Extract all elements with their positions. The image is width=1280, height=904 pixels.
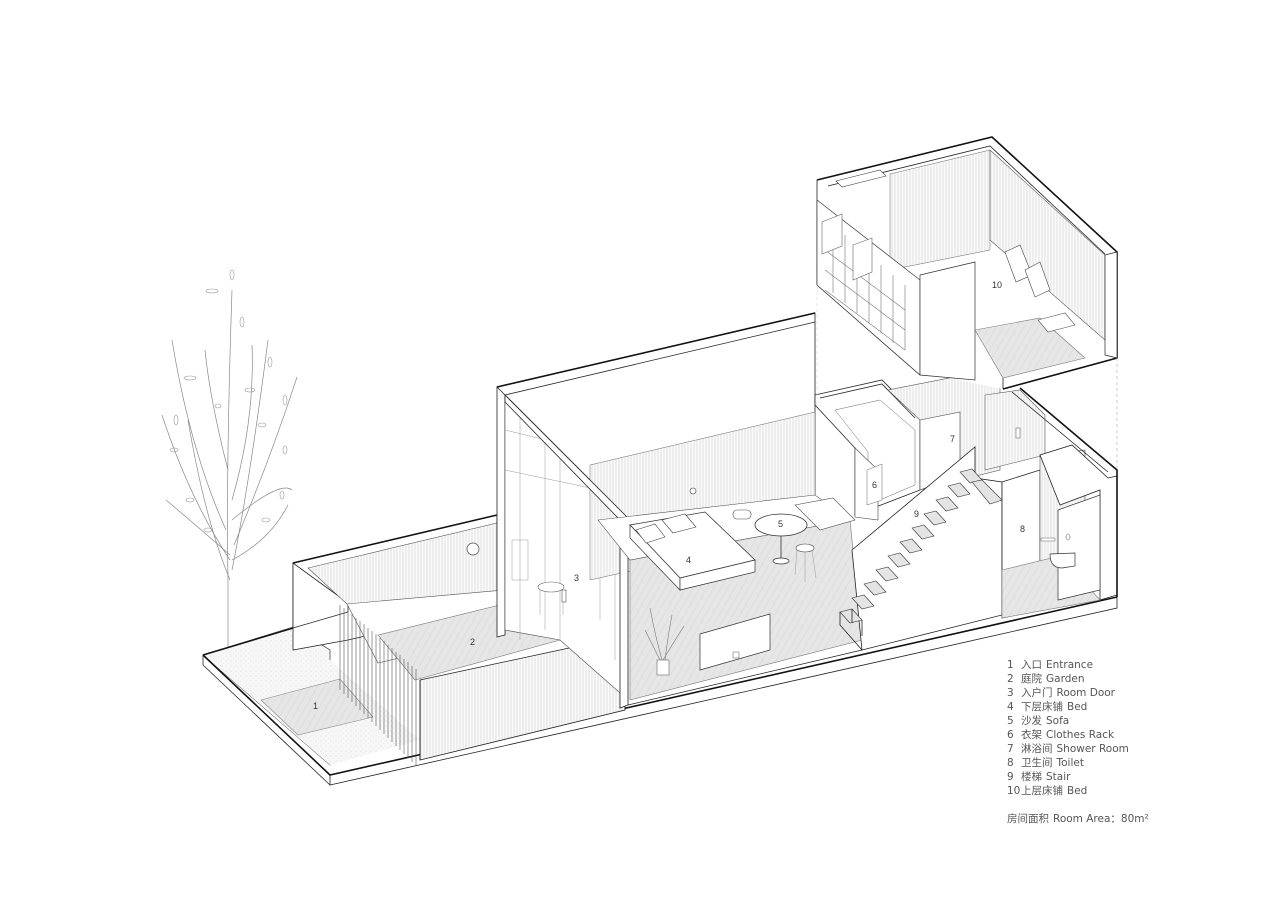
room-area-value: 80m² xyxy=(1120,813,1149,825)
room-label-2: 2 xyxy=(470,637,475,647)
room-label-10: 10 xyxy=(992,280,1002,290)
upper-bed-level xyxy=(816,136,1118,470)
toilet-room xyxy=(1001,387,1118,619)
garden-area xyxy=(292,514,626,766)
room-label-4: 4 xyxy=(686,555,691,565)
room-label-7: 7 xyxy=(950,434,955,444)
room-number-labels: 1 2 3 4 5 6 7 8 9 10 xyxy=(313,280,1025,711)
plant-illustration xyxy=(644,607,685,676)
room-label-3: 3 xyxy=(574,573,579,583)
room-door-zone xyxy=(496,384,629,701)
entrance-mat xyxy=(260,678,374,736)
room-label-1: 1 xyxy=(313,701,318,711)
room-label-8: 8 xyxy=(1020,524,1025,534)
tree-illustration xyxy=(161,269,298,655)
stair xyxy=(839,446,1003,651)
bedroom-zone xyxy=(496,312,863,709)
room-label-6: 6 xyxy=(872,480,877,490)
room-label-5: 5 xyxy=(778,519,783,529)
room-label-9: 9 xyxy=(914,509,919,519)
